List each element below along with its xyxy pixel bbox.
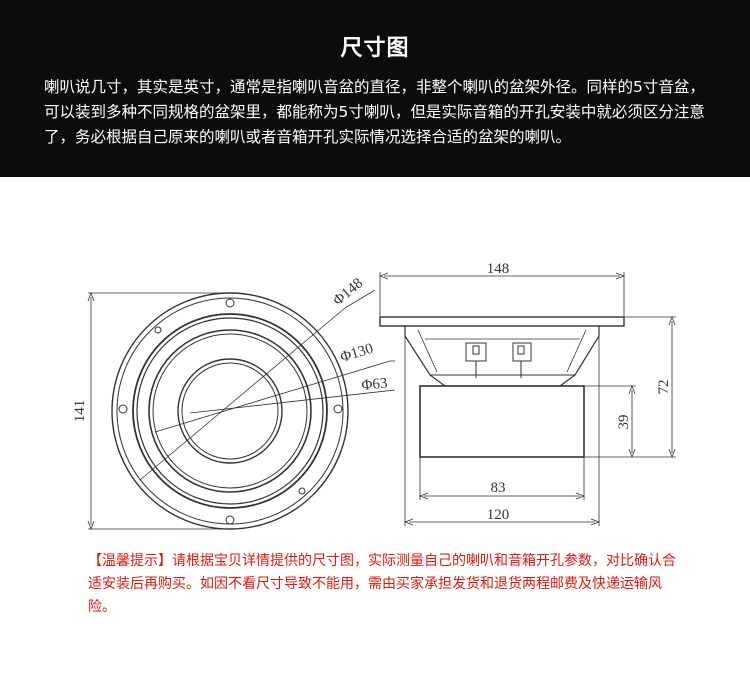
middle-diameter-label: Φ130 [338, 341, 375, 366]
notice-text: 【温馨提示】请根据宝贝详情提供的尺寸图，实际测量自己的喇叭和音箱开孔参数，对比确… [88, 553, 676, 615]
magnet-depth-label: 39 [616, 415, 632, 430]
front-height-label: 141 [72, 400, 88, 423]
front-view [87, 289, 396, 531]
inner-diameter-label: Φ63 [361, 375, 388, 394]
top-width-label: 148 [487, 261, 510, 277]
page-title: 尺寸图 [340, 36, 410, 61]
dimension-drawing: Φ148 Φ130 Φ63 141 148 72 39 83 120 [72, 261, 676, 531]
total-depth-label: 72 [656, 380, 672, 395]
bottom-width-label: 120 [487, 507, 510, 523]
outer-diameter-label: Φ148 [330, 275, 366, 309]
header-banner: 尺寸图 喇叭说几寸，其实是英寸，通常是指喇叭音盆的直径，非整个喇叭的盆架外径。同… [0, 0, 750, 177]
mount-hole [154, 326, 162, 334]
description-text: 喇叭说几寸，其实是英寸，通常是指喇叭音盆的直径，非整个喇叭的盆架外径。同样的5寸… [44, 78, 705, 146]
magnet-width-label: 83 [491, 480, 506, 496]
dimension-diagram: Φ148 Φ130 Φ63 141 148 72 39 83 120 [0, 177, 750, 547]
side-view [378, 272, 676, 526]
